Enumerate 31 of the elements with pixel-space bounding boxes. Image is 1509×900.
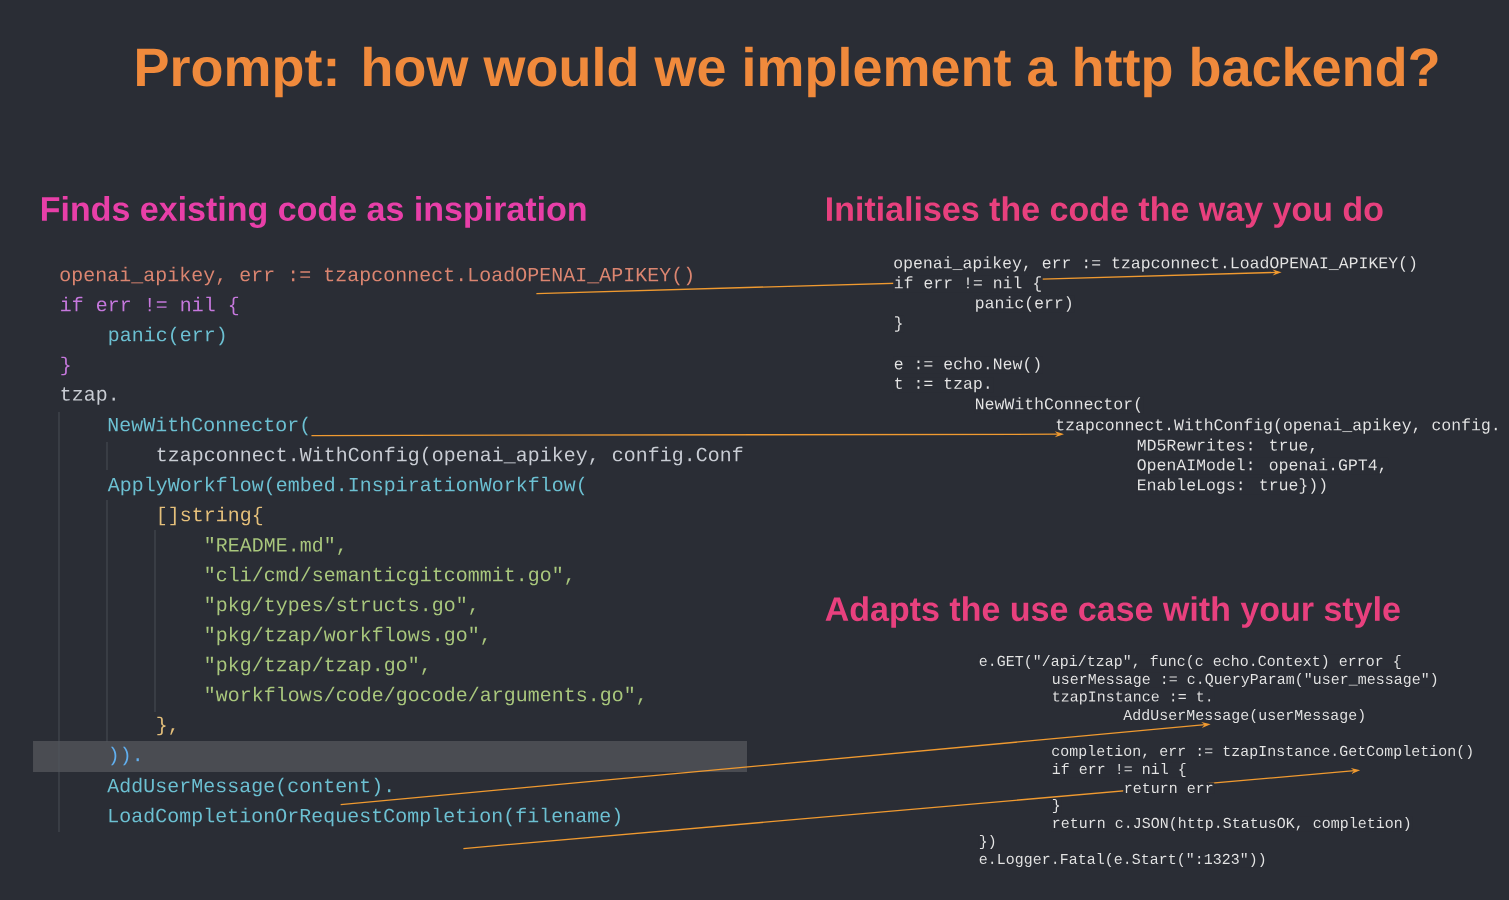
code-line: completion, err := tzapInstance.GetCompletion() [1052, 745, 1472, 759]
code-line: if err != nil { [61, 296, 239, 316]
code-line: } [61, 356, 70, 376]
code-line: NewWithConnector( [108, 416, 308, 436]
code-line: openai_apikey, err := tzapconnect.LoadOPENAI_APIKEY() [60, 266, 692, 286]
section-heading: Finds existing code as inspiration [42, 196, 586, 228]
code-line: "cli/cmd/semanticgitcommit.go", [206, 566, 571, 586]
code-line: MD5Rewrites: true, [1136, 438, 1319, 454]
code-line: ApplyWorkflow(embed.InspirationWorkflow( [107, 476, 585, 496]
code-line: AddUserMessage(userMessage) [1123, 709, 1364, 723]
code-line: "README.md", [206, 537, 343, 556]
code-line: []string{ [159, 506, 263, 526]
code-line: openai_apikey, err := tzapconnect.LoadOPENAI_APIKEY() [894, 256, 1416, 272]
code-line: "pkg/types/structs.go", [206, 596, 475, 616]
code-line: "pkg/tzap/workflows.go", [206, 626, 487, 646]
title: Prompt: how would we implement a http backend? [137, 46, 1438, 98]
code-line: }, [157, 716, 175, 736]
code-line: "pkg/tzap/tzap.go", [206, 656, 427, 676]
code-line: LoadCompletionOrRequestCompletion(filename) [109, 807, 620, 827]
code-line: panic(err) [109, 326, 225, 346]
code-line: } [1051, 798, 1062, 814]
code-line: } [893, 315, 905, 333]
code-line: t := tzap. [893, 377, 994, 393]
code-line: AddUserMessage(content). [107, 777, 391, 797]
section-heading: Adapts the use case with your style [825, 596, 1400, 628]
section-heading: Initialises the code the way you do [827, 196, 1383, 228]
code-line: tzapconnect.WithConfig(openai_apikey, config.Conf [157, 446, 743, 466]
code-line: tzap. [61, 387, 115, 405]
code-line: tzapconnect.WithConfig(openai_apikey, config. [1056, 418, 1497, 434]
code-line: "workflows/code/gocode/arguments.go", [206, 686, 643, 706]
code-line: )). [111, 746, 139, 766]
